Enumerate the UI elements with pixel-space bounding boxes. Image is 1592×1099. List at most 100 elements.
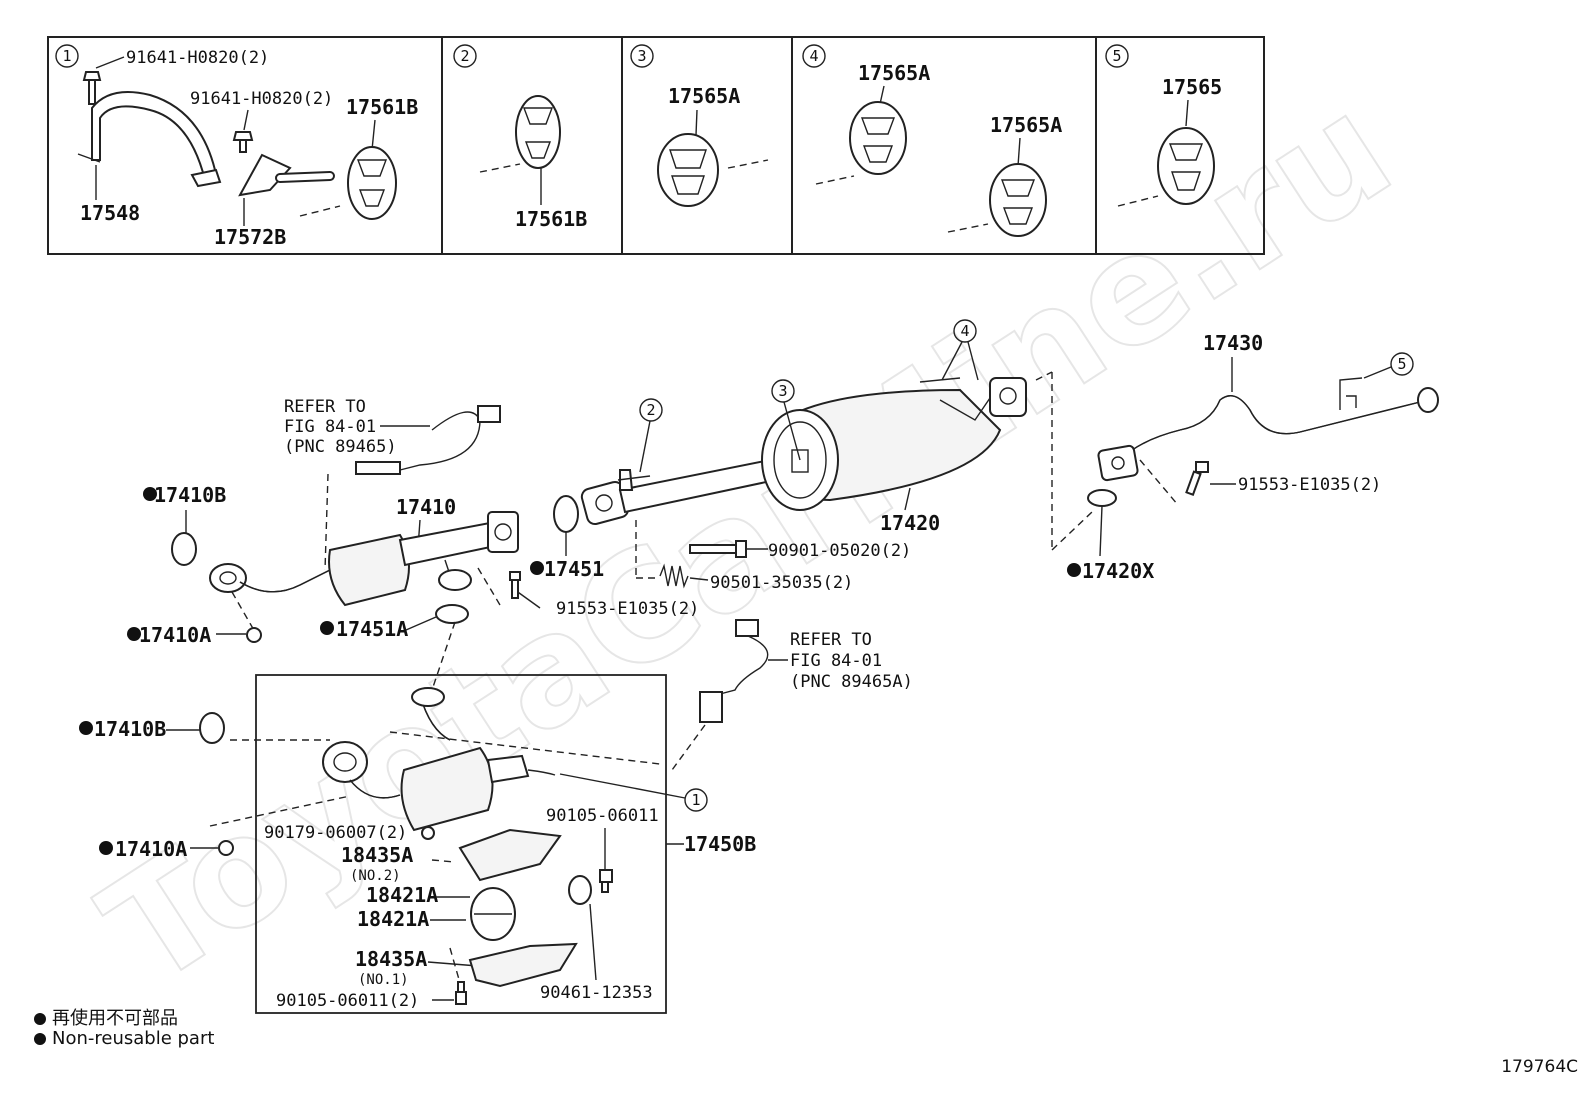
gasket-17410B-b — [199, 712, 225, 744]
callout-5: 5 — [1363, 352, 1414, 379]
bolt-icon — [82, 71, 102, 105]
heat-insulator-no2 — [458, 828, 562, 882]
label-17565: 17565 — [1162, 75, 1222, 99]
manifold-converter-17450B — [322, 687, 556, 832]
refer2-line2: FIG 84-01 — [790, 651, 882, 671]
label-17565A-b: 17565A — [858, 61, 930, 85]
callout-1: 1 — [559, 773, 708, 812]
gasket-17410B-a — [171, 532, 197, 566]
label-17410B-b: 17410B — [94, 717, 166, 741]
detail-box-3: 3 17565A — [630, 44, 769, 207]
document-code: 179764C — [1501, 1057, 1578, 1077]
hanger-rubber-icon — [515, 95, 561, 169]
bolt-icon-3 — [509, 571, 521, 599]
svg-text:3: 3 — [778, 382, 787, 400]
label-18435A-b: 18435A — [355, 947, 427, 971]
bracket-17548-icon — [77, 91, 222, 188]
heat-insulator-no1 — [468, 942, 578, 988]
svg-text:4: 4 — [960, 322, 969, 340]
hanger-rubber-icon — [849, 101, 907, 175]
label-17420: 17420 — [880, 511, 940, 535]
refer1-line1: REFER TO — [284, 397, 366, 417]
legend-jp-text: 再使用不可部品 — [52, 1008, 178, 1029]
gasket-17451 — [553, 495, 579, 533]
label-17548: 17548 — [80, 201, 140, 225]
label-18435A-a: 18435A — [341, 843, 413, 867]
label-90179: 90179-06007(2) — [264, 823, 407, 843]
label-17450B: 17450B — [684, 832, 756, 856]
spring-90501-icon — [659, 563, 689, 589]
label-17420X: 17420X — [1082, 559, 1154, 583]
bolt-icon-5 — [455, 981, 467, 1005]
refer2-line1: REFER TO — [790, 630, 872, 650]
label-17430: 17430 — [1203, 331, 1263, 355]
watermark: ToyotaCarMine.ru — [75, 62, 1421, 1020]
refer1-line2: FIG 84-01 — [284, 417, 376, 437]
label-18421A-a: 18421A — [366, 883, 438, 907]
o2-sensor-upper: REFER TO FIG 84-01 (PNC 89465) — [284, 397, 501, 571]
label-90901: 90901-05020(2) — [768, 541, 911, 561]
label-91641-b: 91641-H0820(2) — [190, 89, 333, 109]
label-91553-a: 91553-E1035(2) — [556, 599, 699, 619]
label-17565A-c: 17565A — [990, 113, 1062, 137]
bolt-icon-2 — [232, 131, 254, 153]
label-17410A-a: 17410A — [139, 623, 211, 647]
svg-text:3: 3 — [637, 47, 646, 65]
nut-90179 — [421, 826, 435, 840]
gasket-17420X — [1087, 489, 1117, 507]
nut-17410A-b — [218, 840, 234, 856]
bullet-icon — [34, 1013, 46, 1025]
label-91641-a: 91641-H0820(2) — [126, 48, 269, 68]
svg-text:5: 5 — [1397, 355, 1406, 373]
svg-text:5: 5 — [1112, 47, 1121, 65]
label-17561B-b: 17561B — [515, 207, 587, 231]
label-17561B-a: 17561B — [346, 95, 418, 119]
tail-pipe-17430 — [1097, 377, 1439, 482]
label-17451A: 17451A — [336, 617, 408, 641]
detail-box-2: 2 17561B — [453, 44, 587, 231]
label-90501: 90501-35035(2) — [710, 573, 853, 593]
bolt-icon-6 — [599, 869, 613, 893]
label-18421A-b: 18421A — [357, 907, 429, 931]
gasket-17451A — [435, 604, 469, 624]
detail-box-5: 5 17565 — [1105, 44, 1222, 207]
legend-en: Non-reusable part — [34, 1028, 214, 1049]
nut-17410A-a — [246, 627, 262, 643]
legend-jp: 再使用不可部品 — [34, 1004, 178, 1030]
callout-2: 2 — [639, 398, 663, 473]
svg-text:1: 1 — [691, 791, 700, 809]
bolt-icon-4 — [1185, 461, 1209, 496]
svg-text:2: 2 — [460, 47, 469, 65]
detail-box-1: 1 91641-H0820(2) 17548 91641-H0820(2) 17… — [55, 44, 418, 249]
hanger-rubber-icon — [657, 133, 719, 207]
hanger-rubber-icon — [989, 163, 1047, 237]
svg-text:4: 4 — [809, 47, 818, 65]
callout-3: 3 — [771, 379, 801, 461]
label-no2: (NO.2) — [350, 868, 401, 884]
label-90461: 90461-12353 — [540, 983, 653, 1003]
clip-90461 — [568, 875, 592, 905]
hanger-rubber-icon — [1157, 127, 1215, 205]
bullet-icon — [34, 1033, 46, 1045]
refer2-line3: (PNC 89465A) — [790, 672, 913, 692]
callout-4: 4 — [941, 319, 979, 381]
label-17410A-b: 17410A — [115, 837, 187, 861]
o2-sensor-lower: REFER TO FIG 84-01 (PNC 89465A) — [671, 619, 913, 771]
detail-panel — [47, 36, 1265, 255]
front-pipe-17410 — [209, 511, 519, 607]
label-90105-a: 90105-06011(2) — [276, 991, 419, 1011]
label-no1: (NO.1) — [358, 972, 409, 988]
hanger-rubber-icon — [347, 146, 397, 220]
label-17410B-a: 17410B — [154, 483, 226, 507]
label-17572B: 17572B — [214, 225, 286, 249]
svg-text:2: 2 — [646, 401, 655, 419]
legend-en-text: Non-reusable part — [52, 1028, 215, 1049]
refer1-line3: (PNC 89465) — [284, 437, 397, 457]
label-17451: 17451 — [544, 557, 604, 581]
label-90105-b: 90105-06011 — [546, 806, 659, 826]
label-17565A-a: 17565A — [668, 84, 740, 108]
label-91553-b: 91553-E1035(2) — [1238, 475, 1381, 495]
bracket-17572B-icon — [238, 153, 335, 197]
detail-box-4: 4 17565A 17565A — [802, 44, 1062, 237]
